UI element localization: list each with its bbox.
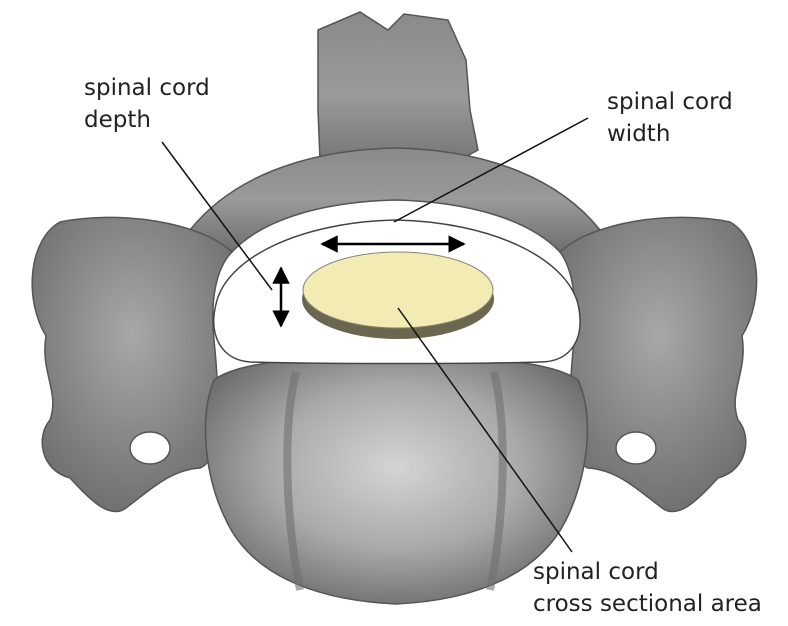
width-label: spinal cord width: [607, 86, 733, 150]
right-transverse-foramen: [616, 432, 656, 464]
area-label-line1: spinal cord: [533, 556, 762, 588]
width-label-line1: spinal cord: [607, 86, 733, 118]
depth-label: spinal cord depth: [84, 72, 210, 136]
vertebral-body: [205, 356, 587, 604]
area-label: spinal cord cross sectional area: [533, 556, 762, 620]
area-label-line2: cross sectional area: [533, 588, 762, 620]
left-transverse-foramen: [130, 432, 170, 464]
right-lateral-mass: [560, 217, 757, 511]
left-lateral-mass: [32, 217, 232, 511]
depth-label-line2: depth: [84, 104, 210, 136]
spinal-cord: [303, 252, 493, 328]
width-label-line2: width: [607, 118, 733, 150]
depth-label-line1: spinal cord: [84, 72, 210, 104]
